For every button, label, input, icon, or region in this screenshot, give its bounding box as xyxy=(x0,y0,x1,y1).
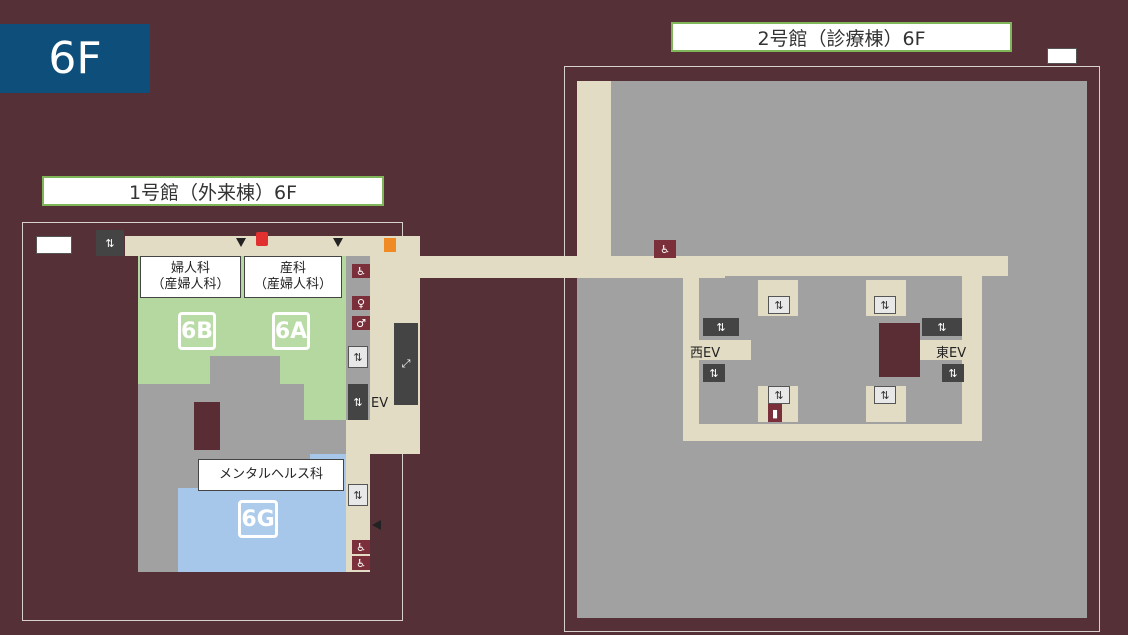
restroom-icon: ♀ xyxy=(352,296,370,310)
toilet-icon: ▮ xyxy=(768,404,782,422)
restroom-icon: ♿ xyxy=(352,264,370,278)
floor-badge: 6F xyxy=(0,24,150,93)
gynecology-line2: （産婦人科） xyxy=(151,277,230,292)
building2-label: 2号館（診療棟）6F xyxy=(671,22,1012,52)
east-elevator-icon: ⇅ xyxy=(922,318,962,336)
west-ev-label: 西EV xyxy=(690,346,721,361)
east-elevator-icon-2: ⇅ xyxy=(942,364,964,382)
b2-west-hall xyxy=(697,340,751,360)
stairs-icon: ⇅ xyxy=(768,296,790,314)
b2-corridor-south xyxy=(683,424,982,441)
stairs-icon: ⇅ xyxy=(768,386,790,404)
building1-label: 1号館（外来棟）6F xyxy=(42,176,384,206)
b2-corridor-east xyxy=(962,272,982,441)
stairs-icon: ⇅ xyxy=(348,484,368,506)
connecting-corridor xyxy=(405,256,725,278)
ward-6b-label: 6B xyxy=(178,312,216,350)
building2-outline xyxy=(564,66,1100,632)
phone-icon xyxy=(384,238,396,252)
b1-dark-room xyxy=(194,402,220,450)
entrance-arrow-icon xyxy=(236,238,246,247)
emergency-icon xyxy=(256,232,268,246)
stairs-icon: ⇅ xyxy=(348,346,368,368)
restroom-icon: ♿ xyxy=(352,556,370,570)
ward-6a-label: 6A xyxy=(272,312,310,350)
entrance-arrow-icon xyxy=(333,238,343,247)
ev-label-mid: EV xyxy=(371,396,389,411)
stairs-icon: ⇅ xyxy=(874,296,896,314)
gynecology-label: 婦人科 （産婦人科） xyxy=(140,256,241,298)
restroom-icon: ♂ xyxy=(352,316,370,330)
elevator-icon: ⇅ xyxy=(96,230,124,256)
building2-west-corridor xyxy=(577,81,611,256)
east-ev-label: 東EV xyxy=(936,346,967,361)
ward-6g-label: 6G xyxy=(238,500,278,538)
b2-corridor-north xyxy=(720,256,1008,276)
obstetrics-label: 産科 （産婦人科） xyxy=(244,256,342,298)
entrance-arrow-icon xyxy=(372,520,381,530)
stairs-icon xyxy=(36,236,72,254)
stairs-icon xyxy=(1047,48,1077,64)
escalator-icon: ⤢ xyxy=(394,323,418,405)
b2-east-hall xyxy=(912,340,964,360)
mental-health-label: メンタルヘルス科 xyxy=(198,459,344,491)
restroom-icon: ♿ xyxy=(352,540,370,554)
b2-corridor-west xyxy=(683,272,699,441)
obstetrics-line1: 産科 xyxy=(279,261,306,276)
b2-core-room xyxy=(879,323,920,377)
accessible-toilet-icon: ♿ xyxy=(654,240,676,258)
elevator-icon: ⇅ xyxy=(348,384,368,420)
b1-room xyxy=(210,356,280,386)
west-elevator-icon: ⇅ xyxy=(703,318,739,336)
gynecology-line1: 婦人科 xyxy=(170,261,210,276)
stairs-icon: ⇅ xyxy=(874,386,896,404)
west-elevator-icon-2: ⇅ xyxy=(703,364,725,382)
obstetrics-line2: （産婦人科） xyxy=(253,277,332,292)
building2-floor xyxy=(577,81,1087,618)
